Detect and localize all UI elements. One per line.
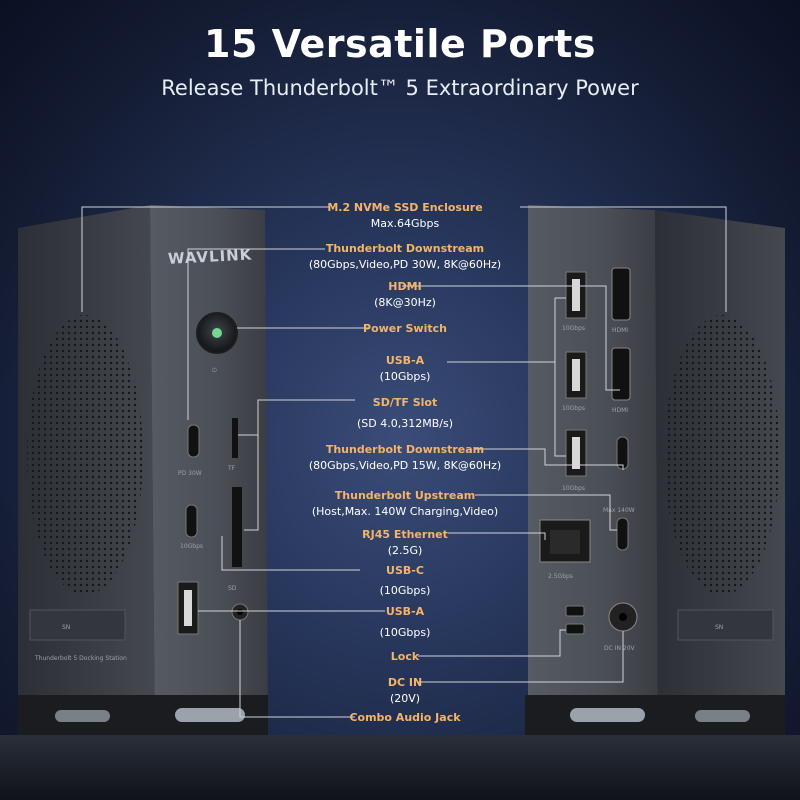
callout-heading: Power Switch bbox=[363, 322, 447, 335]
rear-dock-foot bbox=[570, 708, 645, 722]
lock-slot-2 bbox=[565, 623, 585, 635]
callout-detail: (10Gbps) bbox=[379, 369, 431, 383]
page-title: 15 Versatile Ports bbox=[204, 22, 596, 66]
callout-heading: Thunderbolt Downstream bbox=[325, 242, 485, 255]
callout-detail: (Host,Max. 140W Charging,Video) bbox=[311, 504, 499, 518]
callout-usbc: USB-C (10Gbps) bbox=[300, 564, 510, 598]
rear-tb-upstream-port bbox=[616, 517, 629, 551]
rear-tb-port bbox=[616, 436, 629, 470]
dc-in-label: DC IN 20V bbox=[604, 645, 636, 652]
power-led bbox=[212, 328, 222, 338]
rear-dock: SN 10Gbps 10Gbps 10Gbps HDMI HDMI Max 14… bbox=[525, 205, 785, 735]
callout-heading: M.2 NVMe SSD Enclosure bbox=[327, 201, 483, 214]
callout-detail: (80Gbps,Video,PD 30W, 8K@60Hz) bbox=[308, 257, 502, 271]
callout-heading: USB-A bbox=[385, 605, 425, 618]
rear-dock-vent-grill bbox=[664, 315, 780, 595]
callout-heading: Thunderbolt Upstream bbox=[334, 489, 476, 502]
hdmi-port-1-label: HDMI bbox=[612, 327, 628, 334]
callout-heading: Combo Audio Jack bbox=[349, 711, 461, 724]
rear-dock-sn-sticker bbox=[677, 609, 774, 641]
front-tb-port-1-label: PD 30W bbox=[178, 470, 202, 477]
rear-usba-port-1-label: 10Gbps bbox=[562, 325, 585, 332]
callout-detail: (8K@30Hz) bbox=[374, 295, 436, 309]
callout-power-switch: Power Switch bbox=[300, 322, 510, 336]
callout-detail: (2.5G) bbox=[387, 543, 423, 557]
callout-tb-downstream-1: Thunderbolt Downstream (80Gbps,Video,PD … bbox=[280, 242, 530, 272]
callout-heading: RJ45 Ethernet bbox=[362, 528, 448, 541]
callout-heading: USB-C bbox=[386, 564, 424, 577]
hdmi-port-1 bbox=[611, 267, 631, 321]
callout-detail: (10Gbps) bbox=[379, 583, 431, 597]
front-dock-product-text: Thunderbolt 5 Docking Station bbox=[34, 655, 127, 662]
rear-dock-back-face bbox=[528, 205, 658, 735]
callout-detail: (SD 4.0,312MB/s) bbox=[357, 416, 453, 430]
lock-slot-1 bbox=[565, 605, 585, 617]
callout-heading: SD/TF Slot bbox=[372, 396, 438, 409]
callout-usba-rear: USB-A (10Gbps) bbox=[300, 354, 510, 384]
rear-dock-sn-text: SN bbox=[715, 624, 723, 631]
sd-slot-label: SD bbox=[228, 585, 237, 592]
rear-usba-port-3-label: 10Gbps bbox=[562, 485, 585, 492]
callout-tb-upstream: Thunderbolt Upstream (Host,Max. 140W Cha… bbox=[290, 489, 520, 519]
callout-detail: (80Gbps,Video,PD 15W, 8K@60Hz) bbox=[308, 458, 502, 472]
tf-slot bbox=[232, 418, 238, 458]
rear-usba-port-2-label: 10Gbps bbox=[562, 405, 585, 412]
callout-heading: Thunderbolt Downstream bbox=[325, 443, 485, 456]
callout-heading: DC IN bbox=[387, 676, 423, 689]
floor-reflection bbox=[0, 735, 800, 800]
front-dock-front-face bbox=[150, 205, 268, 735]
page-subtitle: Release Thunderbolt™ 5 Extraordinary Pow… bbox=[161, 76, 639, 100]
callout-heading: USB-A bbox=[385, 354, 425, 367]
hdmi-port-2-label: HDMI bbox=[612, 407, 628, 414]
sd-slot bbox=[232, 487, 242, 567]
front-usbc-port-label: 10Gbps bbox=[180, 543, 203, 550]
callout-detail: (10Gbps) bbox=[379, 625, 431, 639]
callout-tb-downstream-2: Thunderbolt Downstream (80Gbps,Video,PD … bbox=[280, 443, 530, 473]
callout-hdmi: HDMI (8K@30Hz) bbox=[300, 280, 510, 310]
callout-detail: (20V) bbox=[389, 691, 421, 705]
front-dock-vent-grill bbox=[27, 315, 143, 595]
callout-audio-jack: Combo Audio Jack bbox=[300, 711, 510, 725]
front-dock-sn-sticker bbox=[29, 609, 126, 641]
front-dock: SN Thunderbolt 5 Docking Station WAVLINK… bbox=[18, 205, 268, 735]
callout-m2-ssd: M.2 NVMe SSD Enclosure Max.64Gbps bbox=[300, 201, 510, 231]
front-usbc-port bbox=[185, 504, 198, 538]
front-dock-sn-text: SN bbox=[62, 624, 70, 631]
rj45-port-label: 2.5Gbps bbox=[548, 573, 573, 580]
rear-upstream-label: Max 140W bbox=[603, 507, 635, 514]
front-dock-foot bbox=[175, 708, 245, 722]
power-icon: ⏻ bbox=[212, 367, 217, 374]
callout-dc-in: DC IN (20V) bbox=[300, 676, 510, 706]
callout-detail: Max.64Gbps bbox=[370, 216, 440, 230]
callout-lines bbox=[81, 206, 727, 718]
front-tb-port-1 bbox=[187, 424, 200, 458]
hdmi-port-2 bbox=[611, 347, 631, 401]
callout-sd-tf: SD/TF Slot (SD 4.0,312MB/s) bbox=[300, 396, 510, 431]
callout-heading: Lock bbox=[390, 650, 420, 663]
callout-rj45: RJ45 Ethernet (2.5G) bbox=[300, 528, 510, 558]
tf-slot-label: TF bbox=[227, 465, 236, 472]
callout-lock: Lock bbox=[300, 650, 510, 664]
callout-heading: HDMI bbox=[388, 280, 422, 293]
front-dock-brand-logo: WAVLINK bbox=[168, 246, 254, 268]
callout-usba-front: USB-A (10Gbps) bbox=[300, 605, 510, 640]
